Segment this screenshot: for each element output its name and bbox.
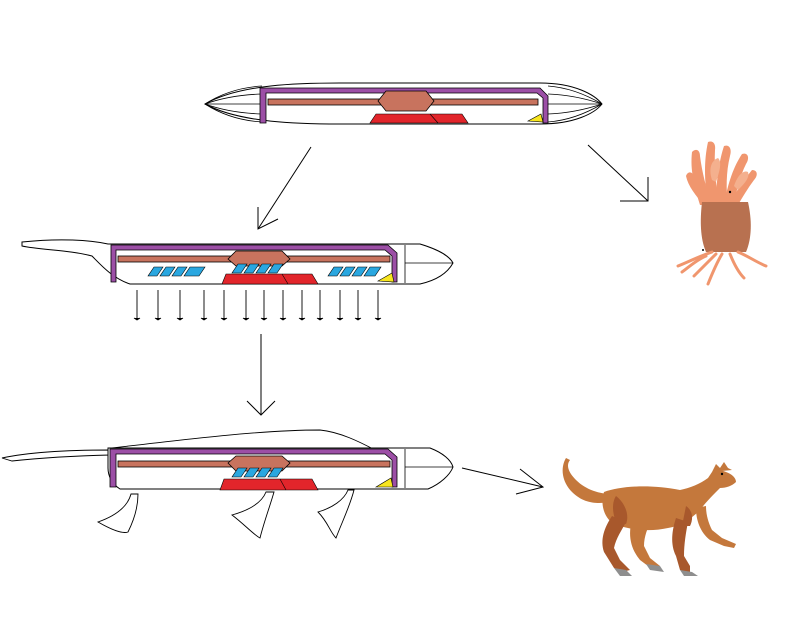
dinosaur-eye: [720, 472, 724, 476]
spiked-core: [227, 250, 291, 267]
capsule-fibers-left: [204, 85, 263, 123]
finned-red-organ: [219, 478, 319, 491]
spiked-stripes-right: [327, 266, 382, 277]
dinosaur-hind-leg-back: [602, 516, 630, 572]
capsule-yellow-wedge: [526, 113, 544, 123]
finned-tail: [1, 449, 111, 462]
ancestor-capsule: [203, 82, 603, 125]
dinosaur-body: [602, 470, 736, 531]
arrow-spiked-to-finned: [246, 334, 276, 416]
dinosaur-hind-leg-front: [630, 520, 660, 566]
dinosaur-claws: [614, 564, 698, 576]
dinosaur-tail: [562, 458, 612, 503]
anemone-eye: [728, 190, 732, 194]
anemone-roots: [676, 250, 768, 286]
anemone-column: [700, 202, 751, 252]
spiked-stripes-left: [147, 266, 206, 277]
dinosaur-fore-leg-front: [696, 506, 736, 548]
spiked-spikes: [133, 290, 382, 321]
finned-frame: [109, 448, 398, 488]
capsule-core: [377, 90, 435, 112]
spiked-form: [21, 239, 454, 321]
capsule-red-organ: [369, 113, 469, 124]
capsule-frame: [259, 87, 549, 124]
spiked-red-organ: [221, 273, 319, 285]
arrow-finned-to-dinosaur: [461, 467, 545, 495]
finned-crest: [111, 429, 376, 451]
finned-yellow-wedge: [374, 477, 394, 488]
anemone-tentacles: [686, 141, 757, 205]
spiked-frame: [110, 244, 398, 283]
dinosaur-organism: [562, 458, 736, 576]
spiked-yellow-wedge: [376, 272, 395, 283]
finned-form: [1, 429, 454, 539]
anemone-organism: [676, 141, 768, 286]
finned-stripes: [231, 467, 284, 478]
arrow-capsule-to-spiked: [257, 146, 312, 230]
spiked-stripes-center: [231, 263, 284, 274]
dinosaur-fore-leg-back: [672, 518, 690, 574]
finned-fins: [96, 489, 355, 539]
capsule-fibers-right: [547, 85, 603, 123]
arrow-capsule-to-anemone: [587, 144, 649, 202]
